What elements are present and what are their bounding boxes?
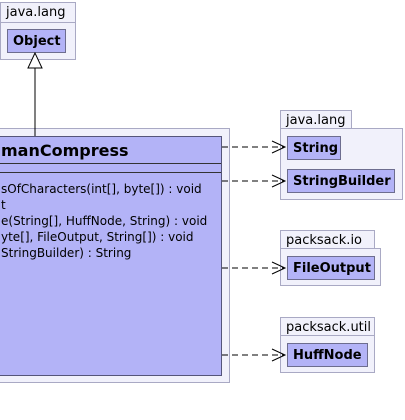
- package-java-lang-right-tab: java.lang: [280, 110, 352, 129]
- package-packsack-util-tab: packsack.util: [280, 317, 375, 336]
- package-java-lang-right-label: java.lang: [286, 113, 346, 128]
- package-java-lang-top-label: java.lang: [6, 5, 66, 20]
- method-3: e(String[], HuffNode, String) : void: [1, 214, 208, 228]
- class-stringbuilder[interactable]: StringBuilder: [287, 169, 395, 193]
- generalization-object: [27, 51, 43, 136]
- class-string-label: String: [293, 141, 339, 156]
- method-5: StringBuilder) : String: [1, 246, 132, 260]
- class-fileoutput[interactable]: FileOutput: [287, 256, 375, 280]
- package-packsack-io-tab: packsack.io: [280, 230, 375, 249]
- class-huffmancompress[interactable]: manCompress sOfCharacters(int[], byte[])…: [0, 136, 222, 376]
- class-object[interactable]: Object: [7, 29, 66, 53]
- class-huffmancompress-name: manCompress: [1, 141, 129, 160]
- dependency-stringbuilder: [222, 174, 287, 188]
- class-fileoutput-label: FileOutput: [293, 261, 371, 276]
- dependency-huffnode: [222, 348, 287, 362]
- class-huffmancompress-separator-1: [0, 163, 221, 164]
- class-object-label: Object: [13, 34, 61, 49]
- class-string[interactable]: String: [287, 136, 341, 160]
- dependency-fileoutput: [222, 261, 287, 275]
- class-huffnode[interactable]: HuffNode: [287, 343, 368, 367]
- method-1: sOfCharacters(int[], byte[]) : void: [1, 182, 202, 196]
- package-packsack-util-label: packsack.util: [286, 320, 372, 335]
- package-java-lang-top-tab: java.lang: [0, 2, 76, 23]
- class-huffnode-label: HuffNode: [293, 348, 362, 363]
- method-4: yte[], FileOutput, String[]) : void: [1, 230, 194, 244]
- method-2: t: [1, 198, 6, 212]
- class-huffmancompress-separator-2: [0, 172, 221, 173]
- class-stringbuilder-label: StringBuilder: [293, 174, 391, 189]
- package-packsack-io-label: packsack.io: [286, 233, 363, 248]
- dependency-string: [222, 140, 287, 154]
